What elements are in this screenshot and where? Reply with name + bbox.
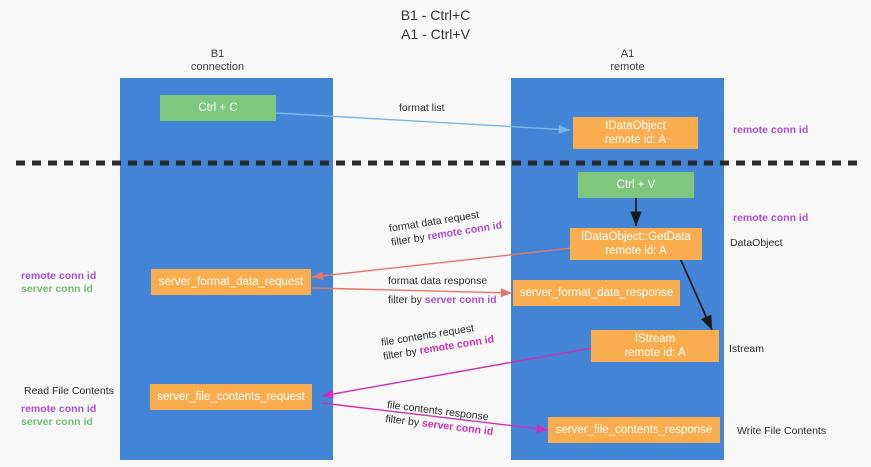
box-ctrl-c-label: Ctrl + C xyxy=(198,102,238,114)
server-conn-id-text: server conn id xyxy=(21,416,93,428)
box-idataobject-remote-id: remote id: A xyxy=(604,134,667,146)
server-conn-id-text: server conn id xyxy=(21,283,93,295)
edge-label-format-data-request: format data request filter by remote con… xyxy=(388,204,503,249)
title-line-2: A1 - Ctrl+V xyxy=(401,26,470,42)
side-label-right-write-file-contents: Write File Contents xyxy=(737,425,827,437)
box-server-file-contents-response-label: server_file_contents_response xyxy=(555,424,713,436)
box-istream[interactable]: IStream remote id: A xyxy=(591,330,719,362)
box-server-format-data-response-label: server_format_data_response xyxy=(519,287,674,299)
box-ctrl-v[interactable]: Ctrl + V xyxy=(578,172,694,198)
filter-prefix: filter by xyxy=(388,294,425,306)
lane-header-a1-title: A1 xyxy=(620,48,635,60)
box-server-format-data-request[interactable]: server_format_data_request xyxy=(151,269,311,295)
filter-key-server-conn-id: server conn id xyxy=(424,294,497,306)
edge-label-file-contents-request: file contents request filter by remote c… xyxy=(380,318,495,363)
side-label-right-istream: Istream xyxy=(729,343,765,355)
box-ctrl-c[interactable]: Ctrl + C xyxy=(160,95,276,121)
edge-label-format-data-response: format data response filter by server co… xyxy=(388,274,497,307)
box-getdata-remote-id: remote id: A xyxy=(605,245,667,257)
box-idataobject[interactable]: IDataObject remote id: A xyxy=(573,117,698,149)
lane-header-b1: B1 connection xyxy=(145,48,290,74)
box-server-format-data-request-label: server_format_data_request xyxy=(158,276,304,288)
lane-header-a1-subtitle: remote xyxy=(610,61,645,73)
diagram-title: B1 - Ctrl+C A1 - Ctrl+V xyxy=(0,6,871,44)
box-server-format-data-response[interactable]: server_format_data_response xyxy=(513,280,680,306)
edge-label-format-data-response-text: format data response xyxy=(388,275,488,287)
side-label-left-remote-conn-id-2: remote conn id xyxy=(21,403,97,415)
edge-label-format-list-text: format list xyxy=(399,102,445,114)
box-ctrl-v-label: Ctrl + V xyxy=(616,179,656,191)
side-label-left-read-file-contents: Read File Contents xyxy=(24,385,114,397)
box-istream-remote-id: remote id: A xyxy=(624,347,686,359)
box-idataobject-label: IDataObject xyxy=(605,120,666,132)
side-label-right-remote-conn-id-1: remote conn id xyxy=(733,124,809,136)
title-line-1: B1 - Ctrl+C xyxy=(400,7,471,23)
side-label-left-remote-conn-id-1: remote conn id xyxy=(21,270,97,282)
side-label-left-server-conn-id-2: server conn id xyxy=(21,415,93,429)
box-getdata-label: IDataObject::GetData xyxy=(581,231,691,243)
side-label-right-remote-conn-id-2: remote conn id xyxy=(733,212,809,224)
side-label-left-server-conn-id-1: server conn id xyxy=(21,282,93,296)
box-server-file-contents-response[interactable]: server_file_contents_response xyxy=(548,417,720,443)
lane-header-b1-subtitle: connection xyxy=(190,61,245,73)
edge-label-format-data-response-filter: filter by server conn id xyxy=(388,293,497,307)
box-server-file-contents-request-label: server_file_contents_request xyxy=(157,391,305,403)
box-istream-label: IStream xyxy=(634,333,676,345)
side-label-right-dataobject: DataObject xyxy=(730,237,783,249)
lane-header-b1-title: B1 xyxy=(210,48,225,60)
lane-header-a1: A1 remote xyxy=(555,48,700,74)
filter-prefix: filter by xyxy=(384,412,423,430)
box-server-file-contents-request[interactable]: server_file_contents_request xyxy=(150,384,312,410)
edge-label-file-contents-response: file contents response filter by server … xyxy=(385,398,496,439)
box-getdata[interactable]: IDataObject::GetData remote id: A xyxy=(570,228,702,260)
edge-label-format-list: format list xyxy=(399,101,445,115)
